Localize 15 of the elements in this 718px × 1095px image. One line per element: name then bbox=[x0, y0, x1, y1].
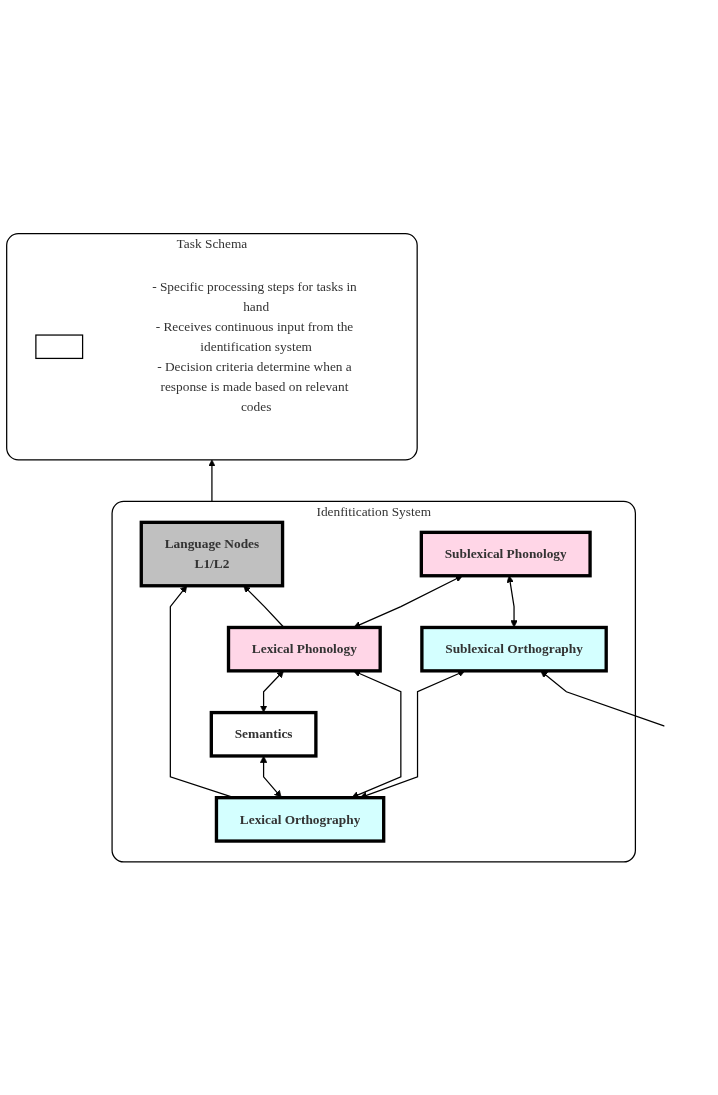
arrow bbox=[208, 459, 216, 502]
arrow bbox=[259, 755, 282, 798]
node-box bbox=[35, 334, 84, 359]
node-box: Lexical Orthography bbox=[214, 795, 386, 843]
node-text: - Specific processing steps for tasks in hand - Receives continuous input from the identification system - Decision criteria determine when a response is made based on relevant codes bbox=[152, 278, 357, 414]
node-box: Language Nodes L1/L2 bbox=[139, 520, 285, 588]
arrow bbox=[353, 575, 463, 628]
node-box: Sublexical Orthography bbox=[420, 625, 608, 673]
arrow bbox=[540, 670, 666, 727]
node-box: Lexical Phonology bbox=[226, 625, 382, 673]
node-box: Semantics bbox=[209, 710, 318, 758]
arrow bbox=[259, 670, 284, 713]
arrow bbox=[506, 575, 518, 628]
node-box: Sublexical Phonology bbox=[419, 530, 592, 578]
arrow bbox=[243, 585, 285, 628]
